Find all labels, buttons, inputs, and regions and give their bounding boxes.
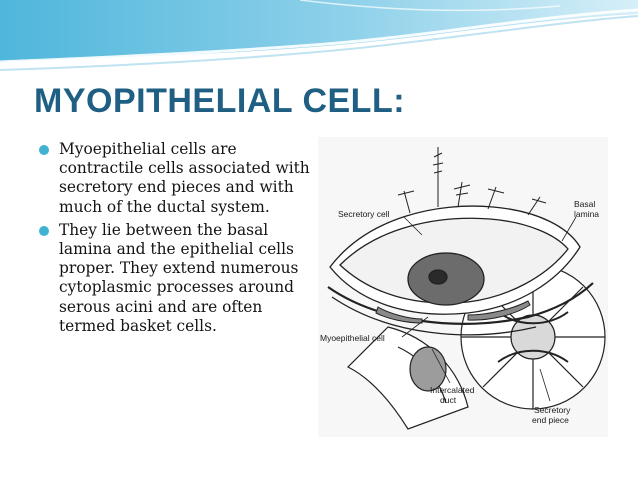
slide-title: MYOPITHELIAL CELL: (34, 82, 406, 120)
myoepithelial-processes (375, 300, 531, 324)
myoepithelial-cell-diagram: Secretory cell Basal lamina Myoepithelia… (318, 137, 608, 437)
label-lamina: lamina (574, 209, 599, 219)
bullet-dot-icon (39, 145, 49, 155)
cell-surface-processes (397, 147, 547, 216)
label-leader-lines (401, 216, 577, 402)
bullet-item: They lie between the basal lamina and th… (38, 221, 313, 336)
bullet-item: Myoepithelial cells are contractile cell… (38, 140, 313, 217)
bullet-text: They lie between the basal lamina and th… (59, 220, 299, 335)
bullet-text: Myoepithelial cells are contractile cell… (59, 140, 310, 216)
label-secretory: Secretory (534, 405, 571, 415)
header-wave-decoration (0, 0, 638, 71)
secretory-cell-drawing (327, 205, 594, 336)
bullet-list: Myoepithelial cells are contractile cell… (38, 140, 313, 340)
label-intercalated: Intercalated (430, 385, 475, 395)
label-basal: Basal (574, 199, 595, 209)
bullet-dot-icon (39, 225, 49, 236)
label-duct: duct (440, 395, 457, 405)
label-myoepithelial-cell: Myoepithelial cell (320, 333, 385, 343)
label-secretory-cell: Secretory cell (338, 209, 390, 219)
label-end-piece: end piece (532, 415, 569, 425)
